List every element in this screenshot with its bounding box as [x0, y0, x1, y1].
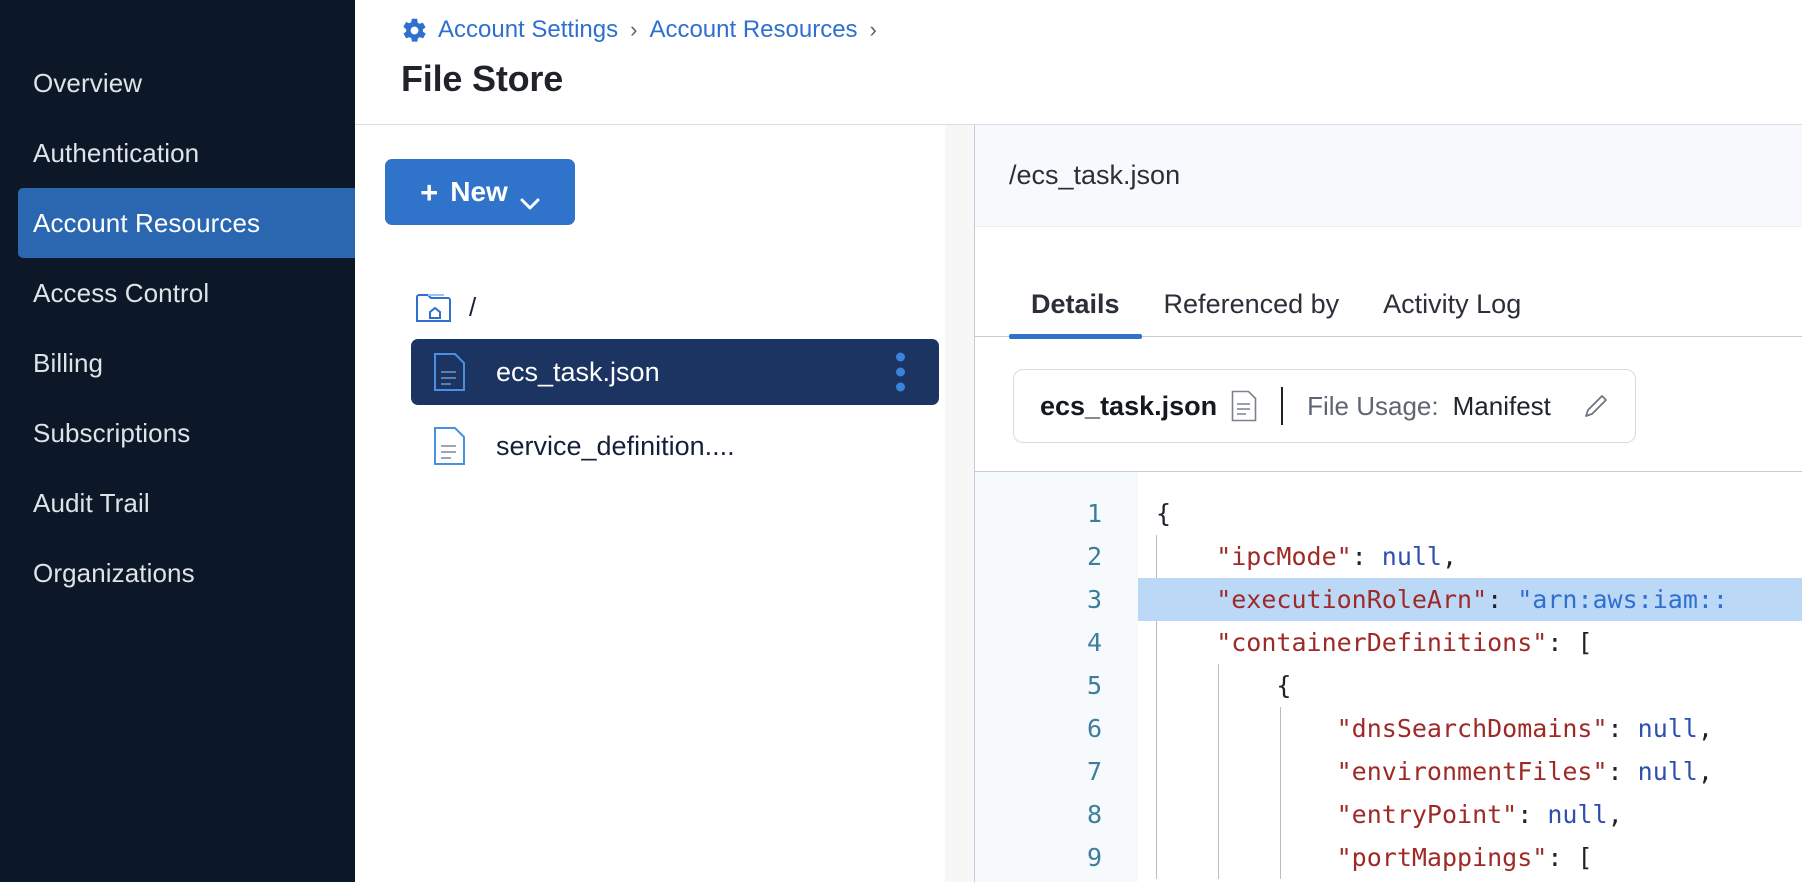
sidebar-item-overview[interactable]: Overview [0, 48, 355, 118]
sidebar-item-billing[interactable]: Billing [0, 328, 355, 398]
code-line: { [1156, 499, 1172, 528]
line-number-gutter: 1 2 3 4 5 6 7 8 9 [975, 472, 1138, 882]
tab-activity-log[interactable]: Activity Log [1361, 289, 1543, 336]
tab-referenced-by[interactable]: Referenced by [1142, 289, 1362, 336]
sidebar-item-label: Audit Trail [33, 487, 150, 518]
code-line: { [1156, 671, 1292, 700]
file-info-section: ecs_task.json File Usage: Manifest [975, 337, 1802, 471]
code-line: "environmentFiles": null, [1156, 757, 1713, 786]
plus-icon: + [420, 174, 439, 210]
code-editor[interactable]: 1 2 3 4 5 6 7 8 9 [975, 471, 1802, 882]
sidebar-item-label: Subscriptions [33, 417, 191, 448]
sidebar-item-label: Organizations [33, 557, 195, 588]
code-line: "portMappings": [ [1156, 843, 1593, 872]
code-content[interactable]: { "ipcMode": null, "executionRoleArn": "… [1138, 472, 1802, 882]
sidebar-item-account-resources[interactable]: Account Resources [18, 188, 355, 258]
file-icon [433, 352, 466, 392]
sidebar-item-authentication[interactable]: Authentication [0, 118, 355, 188]
sidebar-item-label: Authentication [33, 137, 200, 168]
file-info-name: ecs_task.json [1040, 390, 1218, 421]
file-usage-label: File Usage: [1307, 390, 1439, 421]
pencil-icon[interactable] [1581, 391, 1611, 421]
line-number: 5 [1086, 671, 1102, 700]
file-name: service_definition.... [496, 430, 735, 461]
line-number: 9 [1086, 843, 1102, 872]
line-number: 8 [1086, 800, 1102, 829]
tab-details[interactable]: Details [1009, 289, 1142, 339]
new-button[interactable]: + New [385, 159, 575, 225]
divider [1281, 387, 1284, 425]
content-body: + New [355, 125, 1802, 882]
file-tree: / ecs_task.json [385, 283, 945, 479]
tab-label: Activity Log [1383, 289, 1522, 319]
document-icon [1231, 390, 1257, 422]
sidebar-item-audit-trail[interactable]: Audit Trail [0, 468, 355, 538]
sidebar-item-label: Access Control [33, 277, 210, 308]
file-name: ecs_task.json [496, 356, 660, 387]
file-row-ecs-task[interactable]: ecs_task.json [411, 339, 939, 405]
main-area: Account Settings › Account Resources › F… [355, 0, 1802, 882]
sidebar-item-label: Overview [33, 67, 143, 98]
file-usage-value: Manifest [1452, 390, 1551, 421]
sidebar-item-label: Billing [33, 347, 104, 378]
file-icon [433, 426, 466, 466]
tree-root-label: / [469, 291, 477, 322]
file-row-service-definition[interactable]: service_definition.... [411, 413, 945, 479]
file-browser-panel: + New [355, 125, 945, 882]
kebab-menu-icon[interactable] [896, 352, 905, 392]
breadcrumb-account-resources[interactable]: Account Resources [649, 16, 858, 43]
code-line: "entryPoint": null, [1156, 800, 1623, 829]
gear-icon [401, 17, 428, 44]
file-info-card: ecs_task.json File Usage: Manifest [1013, 369, 1636, 443]
code-line: "dnsSearchDomains": null, [1156, 714, 1713, 743]
details-tabs: Details Referenced by Activity Log [975, 227, 1802, 339]
tab-label: Details [1031, 289, 1120, 319]
details-panel: /ecs_task.json Details Referenced by Act… [975, 125, 1802, 882]
breadcrumb-separator: › [630, 17, 638, 42]
folder-home-icon [415, 290, 455, 324]
page-title: File Store [401, 58, 564, 99]
breadcrumb-separator-2: › [869, 17, 877, 42]
breadcrumb: Account Settings › Account Resources › [401, 8, 1802, 52]
sidebar-item-subscriptions[interactable]: Subscriptions [0, 398, 355, 468]
tab-label: Referenced by [1163, 289, 1340, 319]
sidebar-item-organizations[interactable]: Organizations [0, 538, 355, 608]
sidebar-item-access-control[interactable]: Access Control [0, 258, 355, 328]
line-number: 4 [1086, 628, 1102, 657]
sidebar: Overview Authentication Account Resource… [0, 0, 355, 882]
tree-root-folder[interactable]: / [385, 283, 945, 331]
new-button-label: New [450, 176, 508, 207]
file-path-bar: /ecs_task.json [975, 125, 1802, 227]
code-lines: { "ipcMode": null, "executionRoleArn": "… [1138, 492, 1802, 879]
code-line: "ipcMode": null, [1156, 542, 1458, 571]
code-line: "executionRoleArn": "arn:aws:iam:: [1138, 578, 1802, 621]
chevron-down-icon [520, 186, 540, 209]
line-number: 3 [1086, 585, 1102, 614]
line-number: 2 [1086, 542, 1102, 571]
page-header: Account Settings › Account Resources › F… [355, 0, 1802, 125]
code-line: "containerDefinitions": [ [1156, 628, 1593, 657]
line-number: 1 [1086, 499, 1102, 528]
breadcrumb-account-settings[interactable]: Account Settings [438, 16, 619, 43]
line-number: 6 [1086, 714, 1102, 743]
sidebar-item-label: Account Resources [33, 207, 261, 238]
panel-splitter[interactable] [945, 125, 975, 882]
line-number: 7 [1086, 757, 1102, 786]
file-path: /ecs_task.json [1009, 160, 1181, 190]
